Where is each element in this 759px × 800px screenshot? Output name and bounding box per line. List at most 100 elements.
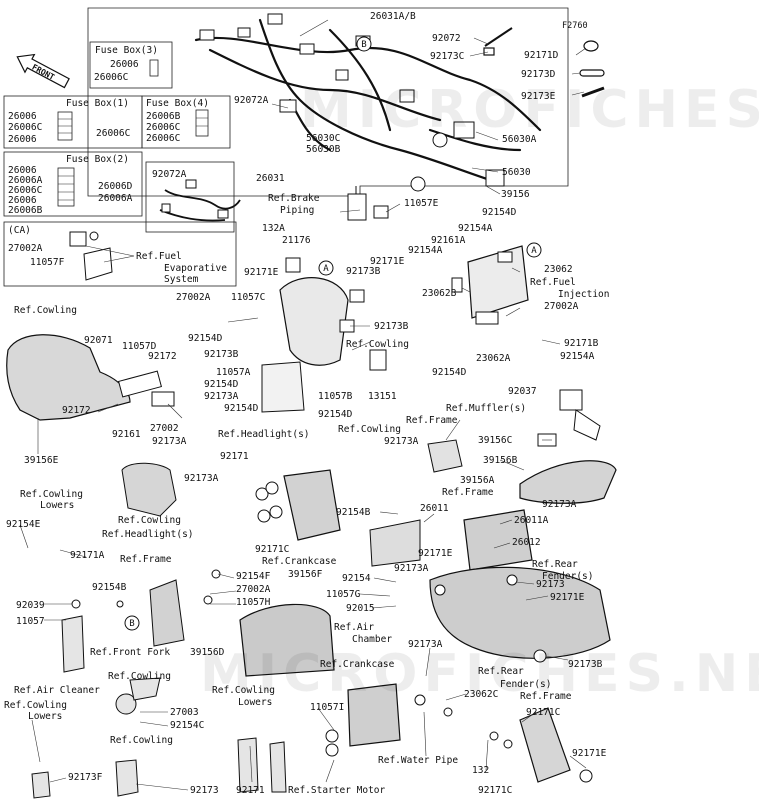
part-label: 92172 [148,351,177,362]
part-label: 92171E [572,748,607,759]
part-label: 92071 [84,335,113,346]
headlight-ecu-part [283,469,341,541]
part-label: 26006C [94,72,129,83]
part-label: 11057G [326,589,361,600]
part-label: 92072A [152,169,187,180]
fuse-box-title: Fuse Box(3) [95,45,158,56]
part-label: 92161 [112,429,141,440]
reference-label: Ref.Cowling [110,735,173,746]
part-label: 92171 [220,451,249,462]
part-label: 11057 [16,616,45,627]
part-label: 56030 [502,167,531,178]
part-label: 26006B [8,205,43,216]
part-label: 92154D [482,207,517,218]
part-label: 92173 [536,579,565,590]
reference-label: Ref.Fuel [136,251,182,262]
part-label: 23062A [476,353,511,364]
svg-text:B: B [129,619,134,629]
part-label: 92171D [524,50,559,61]
reference-label: Ref.Headlight(s) [102,529,194,540]
reference-label: Ref.Frame [442,487,494,498]
part-label: 92154F [236,571,271,582]
part-label: 27002A [8,243,43,254]
reference-label: Ref.Frame [406,415,458,426]
part-label: 11057I [310,702,345,713]
part-label: 92171E [370,256,405,267]
part-label: 92173A [384,436,419,447]
part-label: 11057E [404,198,439,209]
watermark-top: MICROFICHES.NET [300,80,759,140]
part-label: 26006B [146,111,181,122]
part-label: 39156F [288,569,323,580]
part-label: 26006C [146,133,181,144]
fuse-box-title: Fuse Box(1) [66,98,129,109]
part-label: 13151 [368,391,397,402]
reference-label: Ref.Brake [268,193,320,204]
reference-label: Ref.Crankcase [262,556,337,567]
part-label: 92173A [152,436,187,447]
part-label: 92154A [560,351,595,362]
part-label: 92173A [394,563,429,574]
left-module-part [121,462,177,517]
part-label: 56030A [502,134,537,145]
part-label: 92173B [204,349,239,360]
part-label: 92154A [458,223,493,234]
reference-label: Ref.Cowling [14,305,77,316]
rear-bracket-part [519,460,617,504]
reference-label: Ref.Air [334,622,375,633]
part-label: 26011 [420,503,449,514]
part-label: 26006A [8,175,43,186]
part-label: 92154D [204,379,239,390]
part-label: 26006C [8,185,43,196]
part-label: 92154D [318,409,353,420]
reference-label: Ref.Fuel [530,277,576,288]
watermark-bottom: MICROFICHES.NET [200,644,759,704]
part-label: 92173D [521,69,556,80]
part-label: 26006A [98,193,133,204]
reference-label: Ref.Cowling [346,339,409,350]
svg-text:B: B [361,40,366,50]
part-label: 92171E [244,267,279,278]
fuse-box-3-frame [89,41,173,89]
reference-label: Ref.Cowling [4,700,67,711]
part-label: 26006D [98,181,133,192]
part-label: 27002 [150,423,179,434]
part-label: 92161A [431,235,466,246]
part-label: 26031 [256,173,285,184]
reference-label: System [164,274,199,285]
part-label: 92171C [526,707,561,718]
crankcase-bracket-part [369,519,421,567]
part-label: 92173C [430,51,465,62]
part-label: 26006C [146,122,181,133]
part-label: 11057C [231,292,266,303]
part-label: 92015 [346,603,375,614]
part-label: 26006 [110,59,139,70]
reference-label: Ref.Starter Motor [288,785,386,796]
part-label: 39156D [190,647,225,658]
part-label: 92154B [336,507,371,518]
part-label: 11057H [236,597,271,608]
part-label: 92173A [204,391,239,402]
reference-label: Fender(s) [500,679,552,690]
part-label: 26012 [512,537,541,548]
diagram-code: F2760 [562,21,588,31]
part-label: 92173B [346,266,381,277]
part-label: 92171A [70,550,105,561]
part-label: 39156B [483,455,518,466]
part-label: 26006 [8,134,37,145]
part-label: 92154C [170,720,205,731]
svg-text:A: A [323,264,329,274]
part-label: 92037 [508,386,537,397]
reference-label: Lowers [40,500,75,511]
fuse-box-2-frame [3,151,143,217]
reference-label: Chamber [352,634,393,645]
part-label: 26006C [8,122,43,133]
reference-label: Ref.Cowling [212,685,275,696]
callout-a-mid [318,260,334,276]
reference-label: Lowers [28,711,63,722]
reference-label: Injection [558,289,610,300]
callout-b-bottom [124,615,140,631]
part-label: 92173B [568,659,603,670]
sub-harness-frame [145,161,235,233]
fuse-box-title: Fuse Box(2) [66,154,129,165]
